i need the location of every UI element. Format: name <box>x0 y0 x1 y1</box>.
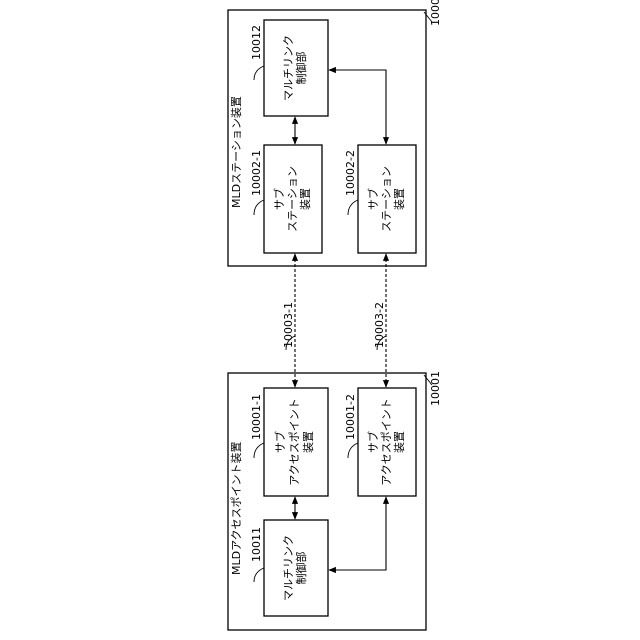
sub-ap-1-ref: 10001-1 <box>250 394 263 440</box>
ap-mlc-line1: マルチリンク <box>282 535 295 601</box>
sub-station-2-line2: ステーション <box>380 166 393 232</box>
sub-ap-2-line2: アクセスポイント <box>380 398 393 485</box>
wireless-links: 10003-1 10003-2 <box>282 254 386 387</box>
sub-station-1-line2: ステーション <box>286 166 299 232</box>
sub-station-2-line1: サブ <box>366 188 380 210</box>
ap-device-ref: 10001 <box>429 371 442 406</box>
station-device-ref: 10002 <box>429 0 442 26</box>
link-1-ref: 10003-1 <box>282 302 295 348</box>
sub-station-1-line1: サブ <box>272 188 286 210</box>
sub-ap-1-line1: サブ <box>273 431 287 453</box>
station-mlc-leader <box>254 66 264 80</box>
sub-station-2: サブ ステーション 装置 10002-2 <box>344 145 416 253</box>
sub-station-2-line3: 装置 <box>393 188 406 210</box>
link-2-ref: 10003-2 <box>373 302 386 348</box>
sub-ap-2-ref: 10001-2 <box>344 394 357 440</box>
mld-access-point-device: 10001 MLDアクセスポイント装置 サブ アクセスポイント 装置 10001… <box>228 371 442 630</box>
sub-station-2-ref: 10002-2 <box>344 150 357 196</box>
sub-station-2-leader <box>348 200 358 215</box>
sub-ap-2-line1: サブ <box>366 431 380 453</box>
sub-station-1-ref: 10002-1 <box>250 150 263 196</box>
station-device-title: MLDステーション装置 <box>230 96 243 208</box>
station-mlc-ref: 10012 <box>250 25 263 60</box>
ap-mlc-ref: 10011 <box>250 527 263 562</box>
ap-mlc-leader <box>254 568 264 582</box>
mld-station-device: 10002 MLDステーション装置 マルチリンク 制御部 10012 サブ ステ… <box>228 0 442 266</box>
station-mlc-line2: 制御部 <box>294 52 308 85</box>
sub-ap-2-line3: 装置 <box>393 431 406 453</box>
ap-mlc-line2: 制御部 <box>294 552 308 585</box>
sub-access-point-2: サブ アクセスポイント 装置 10001-2 <box>344 388 416 496</box>
sub-station-1-leader <box>254 200 264 215</box>
sub-access-point-1: サブ アクセスポイント 装置 10001-1 <box>250 388 328 496</box>
station-multilink-controller: マルチリンク 制御部 10012 <box>250 20 328 116</box>
sub-ap-1-line3: 装置 <box>302 431 315 453</box>
sub-station-1-line3: 装置 <box>299 188 312 210</box>
station-mlc-line1: マルチリンク <box>282 35 295 101</box>
sub-ap-1-line2: アクセスポイント <box>288 398 301 485</box>
sub-ap-2-leader <box>348 443 358 458</box>
ap-sub2-mlc-connector <box>329 497 386 570</box>
sub-ap-1-leader <box>254 443 264 458</box>
ap-multilink-controller: マルチリンク 制御部 10011 <box>250 520 328 616</box>
station-mlc-sub2-connector <box>329 70 386 144</box>
sub-station-1: サブ ステーション 装置 10002-1 <box>250 145 322 253</box>
ap-device-title: MLDアクセスポイント装置 <box>230 441 243 575</box>
